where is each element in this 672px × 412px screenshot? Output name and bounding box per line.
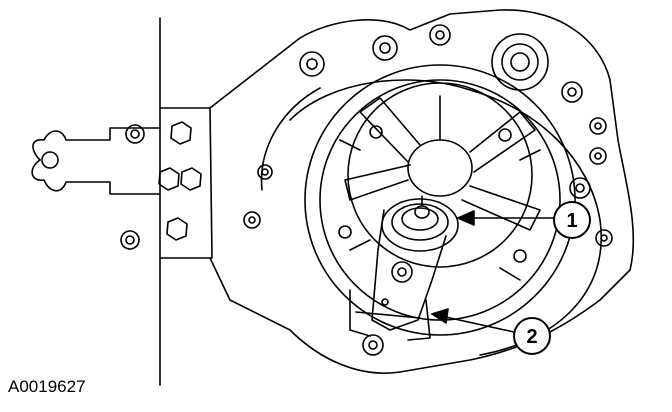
release-bearing	[381, 195, 459, 252]
release-fork	[349, 209, 447, 341]
support-fixture	[31, 107, 213, 259]
figure-id: A0019627	[8, 377, 86, 396]
callout-2-arrowhead	[431, 308, 449, 324]
callout-1: 1	[553, 201, 591, 239]
callout-2-label: 2	[526, 326, 537, 348]
transaxle-housing	[209, 9, 635, 374]
callout-1-label: 1	[566, 210, 577, 232]
housing-bosses	[243, 24, 613, 356]
bolt-4	[166, 217, 188, 241]
bolt-1	[170, 121, 192, 145]
bolt-2	[158, 167, 180, 191]
callout-2: 2	[513, 317, 551, 355]
clutch-pressure-plate	[304, 64, 576, 336]
callout-1-arrowhead	[457, 210, 475, 226]
bolt-3	[180, 167, 202, 191]
